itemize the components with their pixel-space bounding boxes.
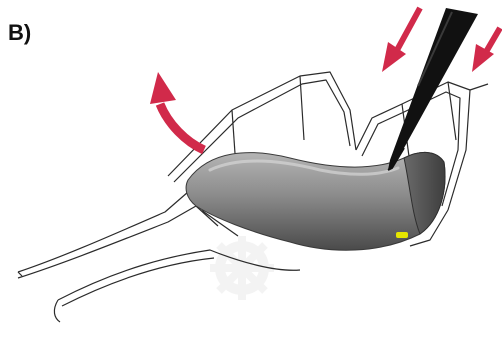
pry-tool-icon	[388, 8, 478, 170]
gear-watermark-icon	[210, 236, 274, 300]
diagonal-arrow-icon	[382, 8, 420, 72]
diagonal-arrow-icon	[472, 28, 500, 72]
curved-arrow-icon	[150, 72, 204, 150]
alignment-marker	[396, 232, 408, 238]
curved-part	[186, 152, 445, 250]
